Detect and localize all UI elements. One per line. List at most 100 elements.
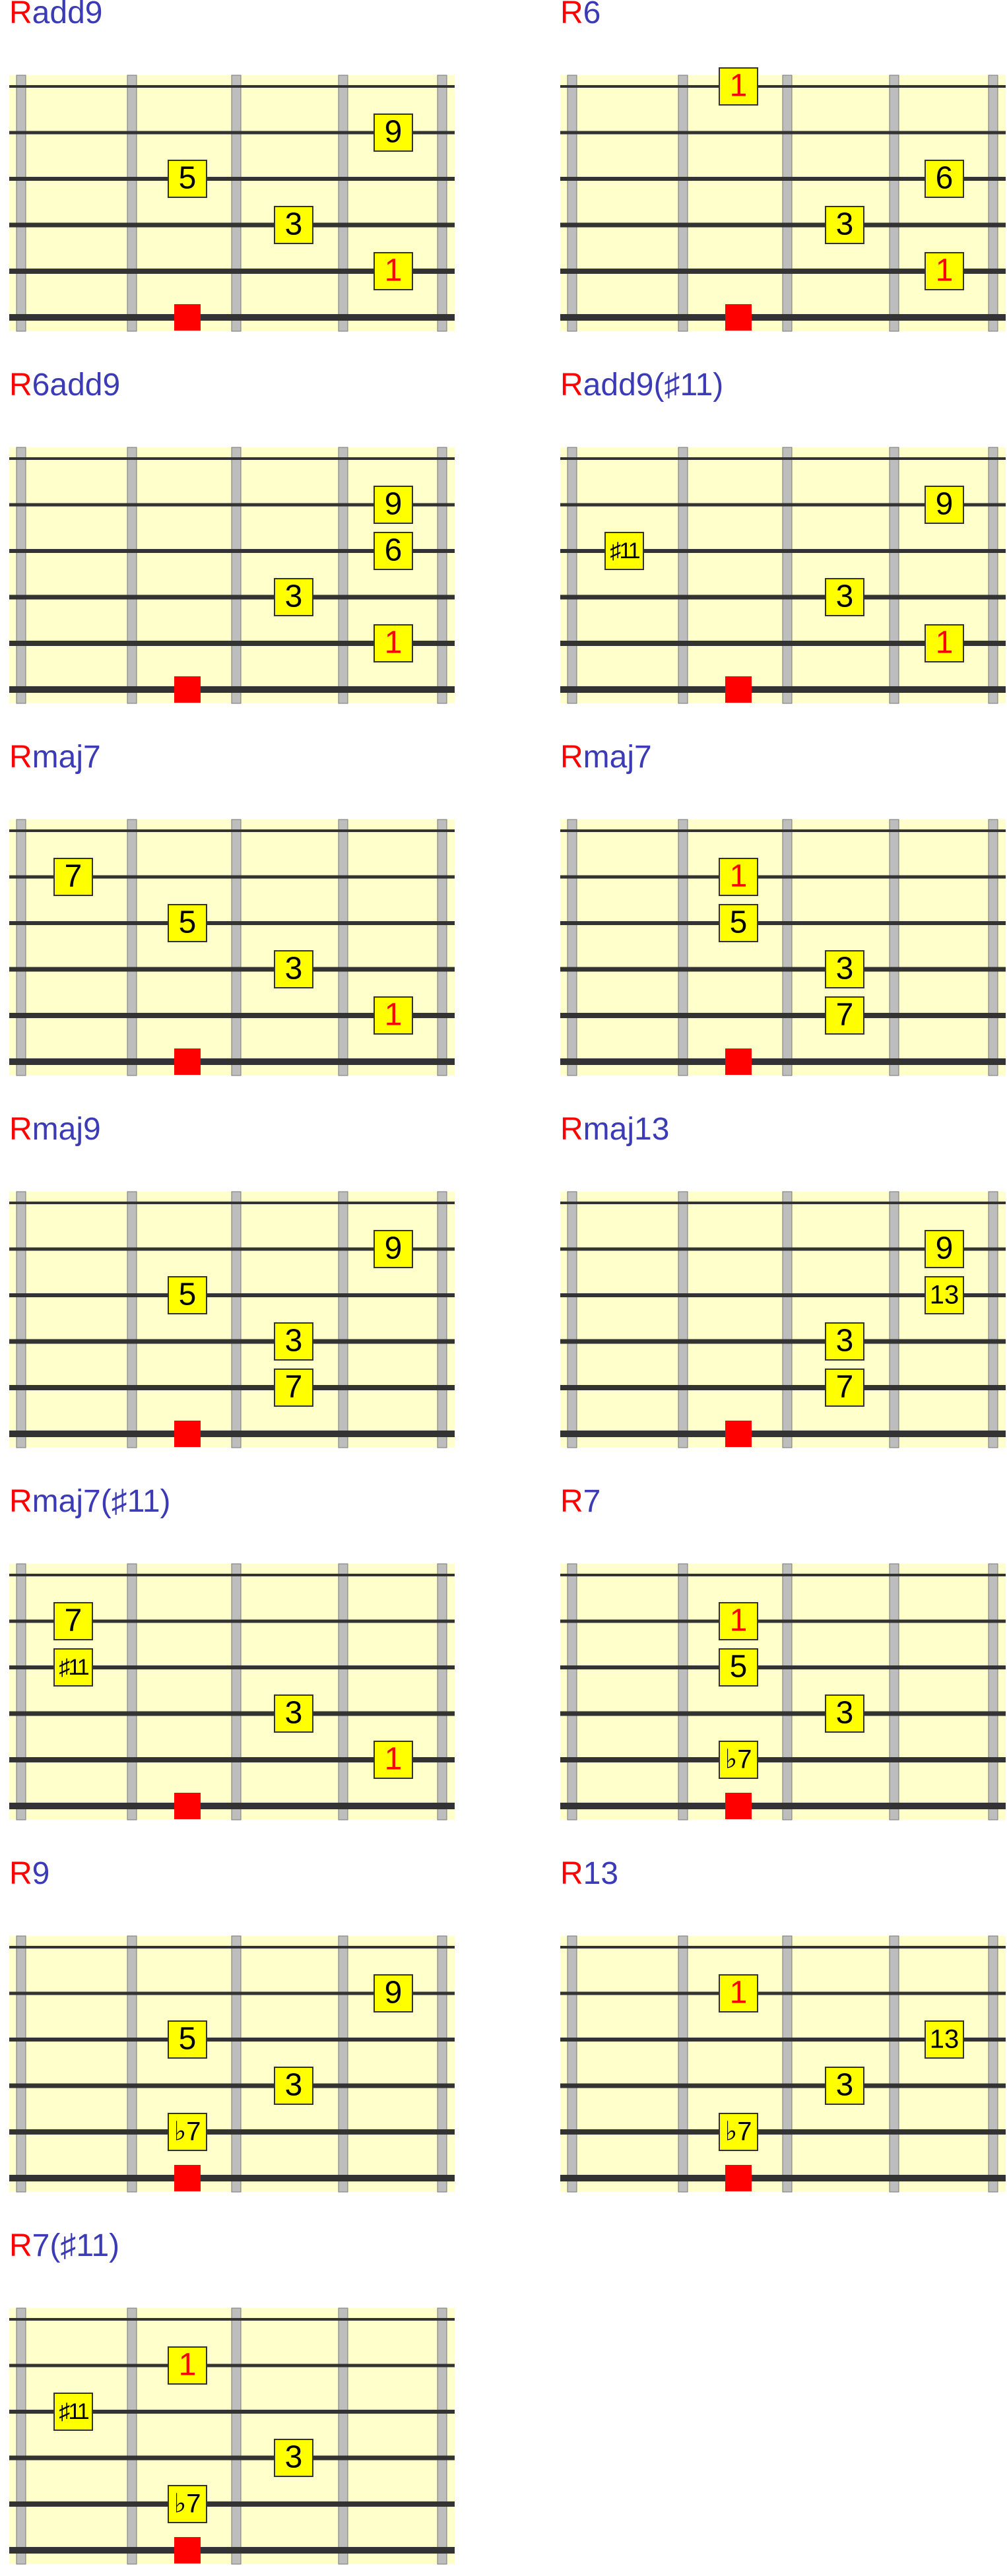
string-line	[560, 1619, 1006, 1623]
chord-title: Rmaj13	[560, 1111, 669, 1148]
fret-bar	[338, 1191, 348, 1448]
note-box-shape	[374, 624, 413, 662]
note-label: 3	[285, 579, 303, 614]
chord-title: Radd9	[9, 0, 102, 32]
note-box: 9	[374, 1974, 413, 2012]
string-line	[9, 131, 455, 135]
note-label: 6	[936, 161, 954, 196]
string-line	[560, 2038, 1006, 2042]
root-position-marker	[174, 1048, 201, 1075]
fret-bar	[16, 1191, 26, 1448]
chord-suffix-label: add9(♯11)	[583, 368, 724, 402]
fretboard: 9 6 3 1	[9, 447, 455, 704]
chord-suffix-label: add9	[32, 0, 103, 30]
fret-bar	[16, 1563, 26, 1820]
note-label: 13	[930, 1281, 959, 1310]
note-box-shape	[168, 904, 207, 942]
fret-bar	[127, 447, 137, 704]
fret-bar	[16, 1935, 26, 2193]
note-label: 5	[730, 905, 748, 940]
fret-bar	[127, 75, 137, 332]
fret-bar	[678, 447, 688, 704]
chord-root-label: R	[560, 1484, 583, 1519]
string-line	[560, 457, 1006, 460]
fret-bar	[231, 75, 242, 332]
note-box: 3	[825, 2067, 864, 2105]
fret-bar	[889, 1563, 899, 1820]
fret-bar	[782, 447, 793, 704]
string-line	[560, 177, 1006, 181]
string-line	[560, 686, 1006, 693]
note-label: 3	[836, 579, 854, 614]
note-box: 1	[719, 1602, 758, 1640]
note-box: 6	[374, 532, 413, 570]
note-box: 7	[274, 1368, 313, 1407]
note-label: 1	[730, 1603, 748, 1638]
note-box-shape	[374, 1974, 413, 2012]
string-line	[9, 2455, 455, 2461]
chord-root-label: R	[560, 740, 583, 775]
note-box-shape	[719, 1741, 758, 1779]
string-line	[9, 177, 455, 181]
note-label: ♭7	[174, 2117, 201, 2146]
note-box: 1	[719, 67, 758, 106]
note-box: 1	[374, 624, 413, 662]
note-box-shape	[925, 1276, 964, 1314]
string-line	[560, 1574, 1006, 1576]
note-label: 9	[936, 487, 954, 522]
chord-title: Rmaj7	[560, 739, 652, 776]
chord-suffix-label: 9	[32, 1856, 50, 1891]
string-line	[560, 1247, 1006, 1251]
fret-bar	[678, 75, 688, 332]
string-line	[9, 875, 455, 879]
note-box-shape	[825, 206, 864, 244]
note-box-shape	[168, 2346, 207, 2385]
chord-suffix-label: 6	[583, 0, 601, 30]
string-line	[560, 269, 1006, 274]
fret-bar	[127, 1935, 137, 2193]
string-line	[9, 549, 455, 553]
fret-bar	[889, 75, 899, 332]
note-box: 5	[168, 2020, 207, 2059]
string-line	[560, 1757, 1006, 1762]
note-label: 9	[385, 1231, 403, 1266]
string-line	[9, 1058, 455, 1065]
string-line	[9, 1803, 455, 1809]
note-box: 3	[274, 950, 313, 988]
note-box: 1	[374, 1741, 413, 1779]
fret-bar	[231, 1935, 242, 2193]
note-label: 5	[730, 1650, 748, 1685]
fret-bar	[782, 819, 793, 1076]
string-line	[560, 314, 1006, 321]
fret-bar	[231, 1191, 242, 1448]
fret-bar	[437, 447, 447, 704]
note-box: 1	[168, 2346, 207, 2385]
note-label: 9	[385, 487, 403, 522]
fret-bar	[231, 1563, 242, 1820]
note-label: 7	[65, 1603, 82, 1638]
note-box: 3	[825, 206, 864, 244]
note-box: 1	[374, 996, 413, 1035]
note-box: 5	[719, 1648, 758, 1687]
fret-bar	[889, 447, 899, 704]
string-line	[9, 2129, 455, 2135]
note-box-shape	[825, 1322, 864, 1361]
note-label: 3	[285, 207, 303, 242]
note-box-shape	[274, 1694, 313, 1733]
note-box-shape	[719, 1648, 758, 1687]
root-position-marker	[174, 2165, 201, 2191]
fret-bar	[782, 1563, 793, 1820]
note-label: 5	[179, 1277, 197, 1312]
note-label: 3	[836, 1324, 854, 1359]
fret-bar	[127, 1563, 137, 1820]
note-label: 5	[179, 905, 197, 940]
string-line	[9, 595, 455, 600]
note-box-shape	[374, 532, 413, 570]
note-box: 1	[925, 252, 964, 290]
note-box-shape	[925, 1230, 964, 1268]
note-box: ♭7	[719, 1741, 758, 1779]
chord-suffix-label: maj13	[583, 1112, 670, 1147]
string-line	[9, 967, 455, 972]
